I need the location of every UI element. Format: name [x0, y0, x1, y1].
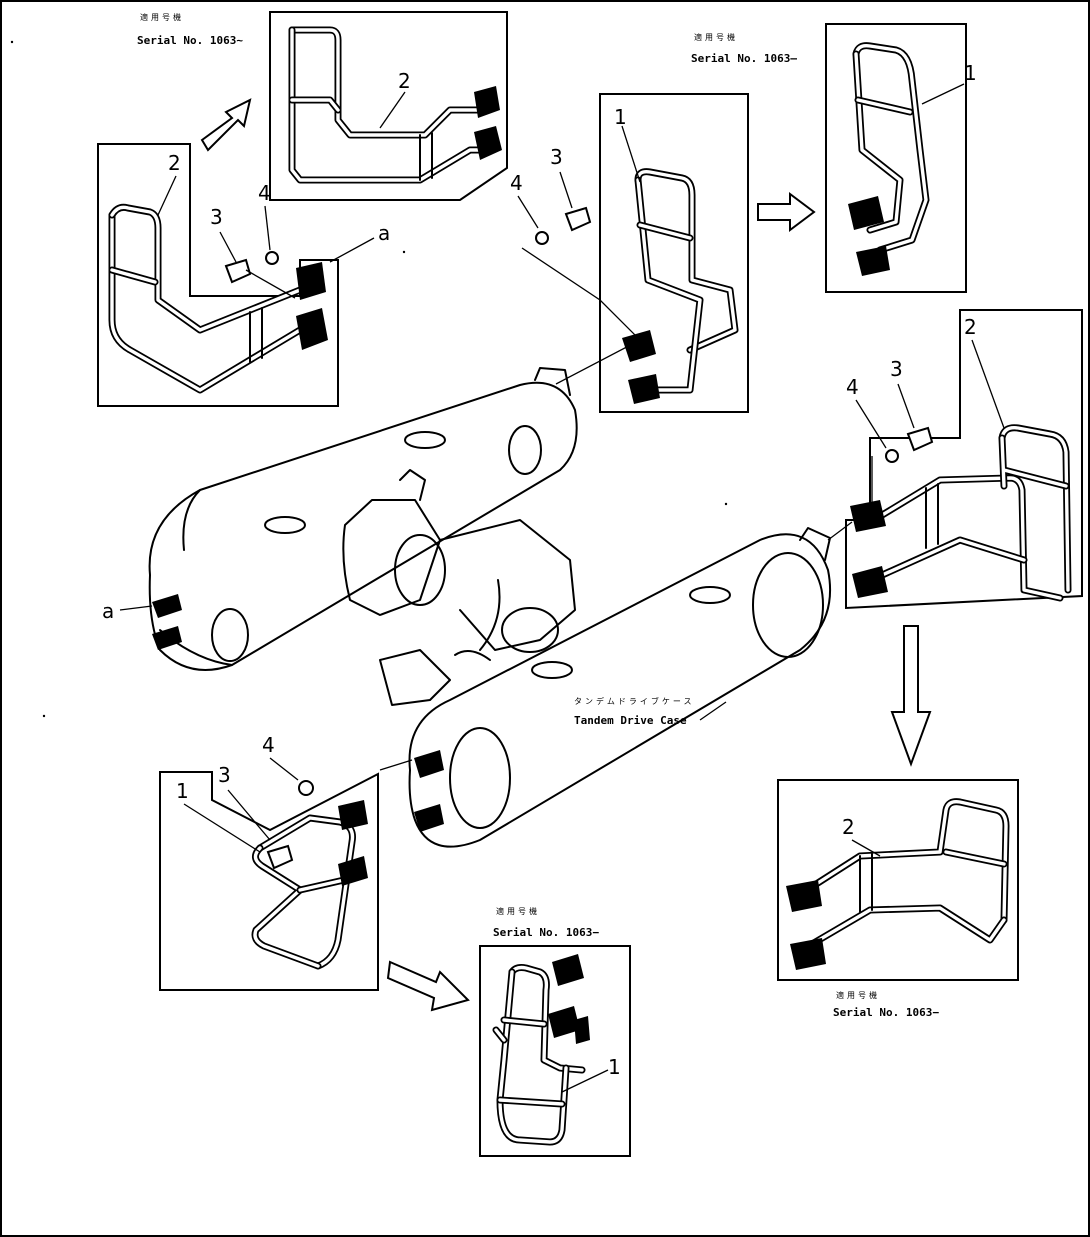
detail-box-bottom-left: 1 3 4 — [159, 733, 379, 991]
case-label-en: Tandem Drive Case — [574, 714, 687, 727]
callout-1-top-right: 1 — [964, 61, 977, 85]
detail-box-bottom-center-variant: 適用号機 Serial No. 1063− 1 — [479, 906, 631, 1157]
handrail-part-1-bottom-center-variant — [492, 954, 590, 1146]
case-left-bore-rear — [508, 425, 542, 475]
detail-box-top-left-variant: 適用号機 Serial No. 1063~ 2 — [137, 11, 508, 201]
detail-box-bottom-right-variant: 2 適用号機 Serial No. 1063− — [777, 779, 1019, 1019]
serial-jp-bottom-right: 適用号機 — [836, 990, 880, 1000]
callout-1-top-center: 1 — [614, 105, 627, 129]
case-right-bore-front — [449, 727, 511, 829]
center-gearbox — [342, 469, 576, 706]
case-right-bore-rear — [752, 552, 824, 658]
ref-a-upper: a — [378, 221, 390, 245]
callout-2-left: 2 — [168, 151, 181, 175]
serial-label-bottom-right: Serial No. 1063− — [833, 1006, 939, 1019]
callout-4-top-center: 4 — [510, 171, 523, 195]
handrail-part-1-bottom-left — [251, 800, 368, 970]
callout-3-right: 3 — [890, 357, 903, 381]
ref-a-lower: a — [102, 599, 114, 623]
serial-label-bottom-center: Serial No. 1063− — [493, 926, 599, 939]
callout-2-bottom-right: 2 — [842, 815, 855, 839]
handrail-part-2-left — [108, 203, 328, 394]
detail-box-right: 2 3 4 — [845, 309, 1083, 610]
serial-label-top-left: Serial No. 1063~ — [137, 34, 243, 47]
case-left-bore-front — [211, 608, 249, 662]
case-label-jp: タンデムドライブケース — [574, 696, 694, 706]
handrail-part-1-top-center — [622, 168, 739, 404]
arrow-to-top-right-variant — [757, 192, 816, 232]
callout-3-left: 3 — [210, 205, 223, 229]
scan-specks — [10, 40, 728, 718]
detail-box-top-right-variant: 適用号機 Serial No. 1063— 1 — [691, 23, 977, 293]
handrail-part-1-top-right-variant — [848, 42, 930, 276]
callout-4-bottom-left: 4 — [262, 733, 275, 757]
callout-2-right: 2 — [964, 315, 977, 339]
handrail-part-2-top-variant — [288, 26, 502, 184]
detail-box-left: 2 3 4 a — [97, 143, 390, 407]
serial-jp-top-left: 適用号機 — [140, 12, 184, 22]
handrail-part-2-bottom-right-variant — [786, 798, 1010, 970]
callout-3-bottom-left: 3 — [218, 763, 231, 787]
arrow-to-bottom-right-variant — [890, 625, 932, 767]
callout-4-left: 4 — [258, 181, 271, 205]
arrow-to-top-left-variant — [200, 98, 252, 152]
callout-1-bottom-left: 1 — [176, 779, 189, 803]
callout-2-top-variant: 2 — [398, 69, 411, 93]
detail-box-top-center: 1 3 4 — [510, 93, 749, 413]
serial-jp-top-right: 適用号機 — [694, 32, 738, 42]
arrow-to-bottom-center-variant — [386, 960, 470, 1012]
serial-label-top-right: Serial No. 1063— — [691, 52, 797, 65]
tandem-case-right: タンデムドライブケース Tandem Drive Case — [379, 521, 853, 848]
serial-jp-bottom-center: 適用号機 — [496, 906, 540, 916]
callout-4-right: 4 — [846, 375, 859, 399]
callout-3-top-center: 3 — [550, 145, 563, 169]
callout-1-bottom-center: 1 — [608, 1055, 621, 1079]
handrail-part-2-right — [850, 424, 1072, 602]
tandem-case-left: a — [102, 339, 641, 671]
